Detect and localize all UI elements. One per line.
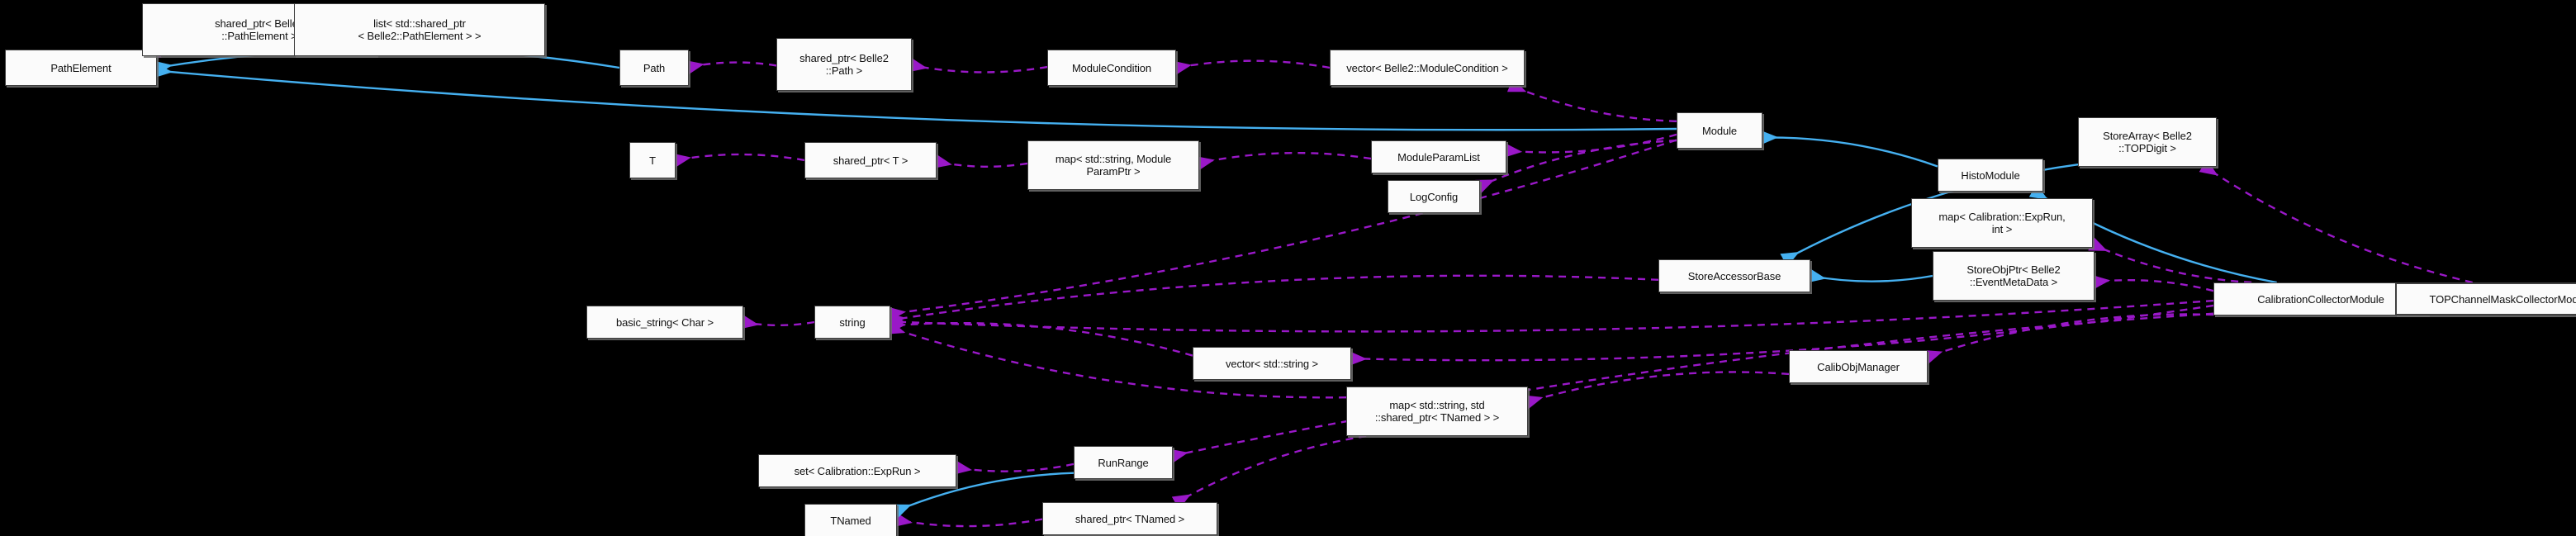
- edge-string-to-basic-string-char: [740, 314, 815, 330]
- node-vector-module-condition[interactable]: vector< Belle2::ModuleCondition >: [1330, 50, 1525, 86]
- edge-module-to-vector-module-condition: [1506, 78, 1677, 123]
- edge-map-string-shared-ptr-tnamed-to-string: [885, 320, 1347, 399]
- edge-module-condition-to-shared-ptr-path: [908, 57, 1048, 74]
- edge-top-channel-mask-collector-module-to-store-array-topdigit: [2199, 159, 2473, 284]
- edge-histo-module-to-module: [1760, 130, 1938, 168]
- edge-vector-string-to-string: [887, 318, 1193, 357]
- edge-calibration-collector-module-to-map-exprun-int: [2088, 237, 2252, 284]
- node-calib-obj-manager[interactable]: CalibObjManager: [1789, 350, 1928, 383]
- edge-vector-module-condition-to-module-condition: [1173, 59, 1331, 76]
- node-path[interactable]: Path: [619, 50, 689, 86]
- edge-store-obj-ptr-eventmetadata-to-store-accessor-base: [1807, 268, 1933, 283]
- edge-shared-ptr-path-to-path: [685, 60, 777, 75]
- node-module[interactable]: Module: [1677, 112, 1762, 149]
- node-module-condition[interactable]: ModuleCondition: [1047, 50, 1176, 86]
- edge-module-to-string: [887, 139, 1677, 321]
- edge-calibration-collector-module-to-store-obj-ptr-eventmetadata: [2091, 274, 2214, 292]
- edge-map-string-shared-ptr-tnamed-to-shared-ptr-tnamed: [1171, 434, 1367, 510]
- node-run-range[interactable]: RunRange: [1074, 446, 1173, 479]
- node-shared-ptr-path[interactable]: shared_ptr< Belle2 ::Path >: [776, 38, 912, 91]
- node-t[interactable]: T: [629, 142, 676, 178]
- node-store-accessor-base[interactable]: StoreAccessorBase: [1658, 259, 1810, 292]
- node-map-exprun-int[interactable]: map< Calibration::ExpRun, int >: [1911, 198, 2093, 248]
- node-map-string-shared-ptr-tnamed[interactable]: map< std::string, std ::shared_ptr< TNam…: [1346, 387, 1528, 436]
- node-shared-ptr-t[interactable]: shared_ptr< T >: [804, 142, 937, 178]
- node-basic-string-char[interactable]: basic_string< Char >: [586, 306, 743, 339]
- node-map-string-module-param-ptr[interactable]: map< std::string, Module ParamPtr >: [1027, 140, 1199, 190]
- edge-shared-ptr-tnamed-to-tnamed: [894, 512, 1043, 528]
- node-path-element[interactable]: PathElement: [5, 50, 157, 86]
- node-vector-string[interactable]: vector< std::string >: [1193, 347, 1351, 380]
- node-store-array-topdigit[interactable]: StoreArray< Belle2 ::TOPDigit >: [2078, 117, 2217, 167]
- node-calibration-collector-module[interactable]: CalibrationCollectorModule: [2213, 282, 2428, 315]
- node-histo-module[interactable]: HistoModule: [1938, 159, 2043, 192]
- node-store-obj-ptr-eventmetadata[interactable]: StoreObjPtr< Belle2 ::EventMetaData >: [1933, 251, 2094, 301]
- edge-map-string-module-param-ptr-to-shared-ptr-t: [932, 154, 1028, 168]
- edge-shared-ptr-t-to-t: [672, 153, 805, 168]
- edge-module-to-module-param-list: [1503, 133, 1677, 158]
- edge-calibration-collector-module-to-run-range: [1169, 312, 2214, 463]
- edge-module-param-list-to-map-string-module-param-ptr: [1195, 152, 1372, 171]
- edges-group: [141, 22, 2473, 528]
- node-module-param-list[interactable]: ModuleParamList: [1371, 140, 1506, 173]
- node-shared-ptr-tnamed[interactable]: shared_ptr< TNamed >: [1042, 502, 1217, 535]
- edge-calib-obj-manager-to-map-string-shared-ptr-tnamed: [1524, 371, 1790, 410]
- edge-calibration-collector-module-to-calib-obj-manager: [1923, 313, 2214, 364]
- node-set-exprun[interactable]: set< Calibration::ExpRun >: [758, 454, 956, 487]
- edge-run-range-to-set-exprun: [953, 460, 1075, 475]
- node-top-channel-mask-collector-module[interactable]: TOPChannelMaskCollectorModule: [2395, 282, 2576, 315]
- edge-module-to-path-element: [154, 63, 1677, 131]
- edge-store-accessor-base-to-string: [887, 274, 1659, 328]
- edge-module-to-log-config: [1475, 139, 1677, 194]
- edge-calibration-collector-module-to-string: [888, 299, 2214, 333]
- node-list-shared-ptr-pathelement[interactable]: list< std::shared_ptr < Belle2::PathElem…: [294, 3, 545, 56]
- edge-run-range-to-tnamed: [892, 472, 1075, 519]
- edge-calibration-collector-module-to-vector-string: [1349, 304, 2214, 366]
- node-log-config[interactable]: LogConfig: [1388, 180, 1480, 213]
- node-string[interactable]: string: [814, 306, 890, 339]
- node-tnamed[interactable]: TNamed: [804, 504, 897, 536]
